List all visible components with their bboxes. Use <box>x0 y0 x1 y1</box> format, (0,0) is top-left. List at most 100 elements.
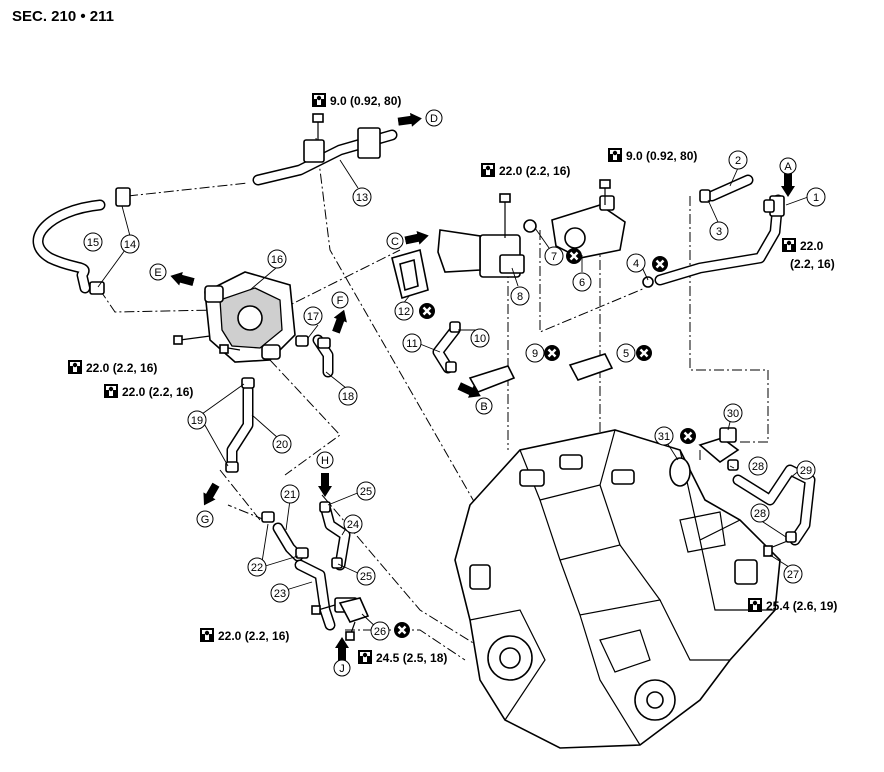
svg-text:22.0 (2.2, 16): 22.0 (2.2, 16) <box>499 164 570 178</box>
wrench-torque-icon <box>104 384 118 398</box>
svg-text:11: 11 <box>406 338 417 350</box>
callout-8: 8 <box>510 286 530 306</box>
x-circle-icon <box>566 248 582 264</box>
svg-text:22.0: 22.0 <box>800 239 824 253</box>
svg-text:25.4 (2.6, 19): 25.4 (2.6, 19) <box>766 599 837 613</box>
callout-5: 5 <box>616 343 636 363</box>
arrow-c: C <box>386 228 431 250</box>
callout-1: 1 <box>806 187 826 207</box>
svg-text:9: 9 <box>532 348 538 360</box>
wrench-torque-icon <box>608 148 622 162</box>
svg-text:18: 18 <box>342 391 354 403</box>
water-pipe-13 <box>252 127 398 186</box>
callout-numbers: 1 2 3 4 5 6 7 8 9 10 11 12 13 14 15 16 1… <box>83 150 826 641</box>
svg-text:21: 21 <box>284 489 296 501</box>
hose-2 <box>706 174 754 202</box>
svg-text:10: 10 <box>474 333 486 345</box>
x-circle-icon <box>544 345 560 361</box>
torque-spec-7: 22.0 (2.2, 16) <box>200 628 289 643</box>
arrow-d-letter: D <box>430 113 438 125</box>
engine-block <box>454 429 781 749</box>
bolts <box>173 113 791 641</box>
arrow-e-letter: E <box>154 267 161 279</box>
callout-25: 25 <box>356 481 376 501</box>
svg-text:19: 19 <box>191 415 203 427</box>
svg-text:28: 28 <box>752 461 764 473</box>
water-outlet-13-bracket <box>437 229 525 278</box>
arrow-b-letter: B <box>480 401 487 413</box>
svg-text:8: 8 <box>517 291 523 303</box>
torque-spec-8: 24.5 (2.5, 18) <box>358 650 447 665</box>
callout-13: 13 <box>352 187 372 207</box>
callout-9: 9 <box>525 343 545 363</box>
torque-spec-3: 9.0 (0.92, 80) <box>608 148 697 163</box>
callout-19: 19 <box>187 410 207 430</box>
svg-text:22: 22 <box>251 562 263 574</box>
hose-24 <box>320 504 351 571</box>
torque-spec-5: 22.0 (2.2, 16) <box>68 360 157 375</box>
wrench-torque-icon <box>782 238 796 252</box>
wrench-torque-icon <box>312 93 326 107</box>
svg-text:25: 25 <box>360 486 372 498</box>
x-circle-icon <box>394 622 410 638</box>
torque-spec-9: 25.4 (2.6, 19) <box>748 598 837 613</box>
svg-text:2: 2 <box>735 155 741 167</box>
arrow-d: D <box>397 109 443 129</box>
callout-2: 2 <box>728 150 748 170</box>
wrench-torque-icon <box>68 360 82 374</box>
torque-spec-2: 22.0 (2.2, 16) <box>481 163 570 178</box>
callout-23: 23 <box>270 583 290 603</box>
svg-text:27: 27 <box>787 569 799 581</box>
hose-20 <box>226 384 254 471</box>
svg-text:20: 20 <box>276 439 288 451</box>
torque-spec-6: 22.0 (2.2, 16) <box>104 384 193 399</box>
svg-text:9.0 (0.92, 80): 9.0 (0.92, 80) <box>626 149 697 163</box>
svg-text:17: 17 <box>307 311 319 323</box>
svg-text:3: 3 <box>716 226 722 238</box>
hose-15 <box>32 199 106 294</box>
water-inlet-6 <box>551 195 626 259</box>
callout-12: 12 <box>394 301 414 321</box>
wrench-torque-icon <box>748 598 762 612</box>
arrow-f-letter: F <box>337 295 344 307</box>
callout-22: 22 <box>247 557 267 577</box>
callout-27: 27 <box>783 564 803 584</box>
callout-15: 15 <box>83 232 103 252</box>
arrow-j: J <box>333 637 351 677</box>
arrow-f: F <box>329 291 351 335</box>
arrow-a-letter: A <box>784 161 792 173</box>
svg-text:16: 16 <box>271 254 283 266</box>
svg-text:23: 23 <box>274 588 286 600</box>
svg-text:24.5 (2.5, 18): 24.5 (2.5, 18) <box>376 651 447 665</box>
callout-24: 24 <box>343 514 363 534</box>
callout-29: 29 <box>796 460 816 480</box>
svg-text:1: 1 <box>813 192 819 204</box>
callout-11: 11 <box>402 333 422 353</box>
arrow-b: B <box>456 379 493 415</box>
gasket-31 <box>669 457 691 487</box>
callout-17: 17 <box>303 306 323 326</box>
bracket-30 <box>698 427 740 464</box>
hose-21 <box>272 522 304 562</box>
svg-text:15: 15 <box>87 237 99 249</box>
wrench-torque-icon <box>358 650 372 664</box>
svg-text:14: 14 <box>124 239 136 251</box>
svg-text:4: 4 <box>633 258 639 270</box>
callout-28b: 28 <box>748 456 768 476</box>
svg-text:24: 24 <box>347 519 359 531</box>
arrow-j-letter: J <box>339 663 345 675</box>
svg-text:31: 31 <box>658 431 670 443</box>
hose-11 <box>432 324 461 374</box>
arrow-h: H <box>316 451 334 497</box>
thermostat-housing-16 <box>204 271 296 363</box>
svg-text:12: 12 <box>398 306 410 318</box>
callout-16: 16 <box>267 249 287 269</box>
callout-14: 14 <box>120 234 140 254</box>
svg-text:22.0 (2.2, 16): 22.0 (2.2, 16) <box>218 629 289 643</box>
callout-25b: 25 <box>356 566 376 586</box>
gasket-12 <box>391 248 429 300</box>
callout-10: 10 <box>470 328 490 348</box>
callout-26: 26 <box>370 621 390 641</box>
gasket-9 <box>468 365 516 393</box>
x-circle-icon <box>680 428 696 444</box>
